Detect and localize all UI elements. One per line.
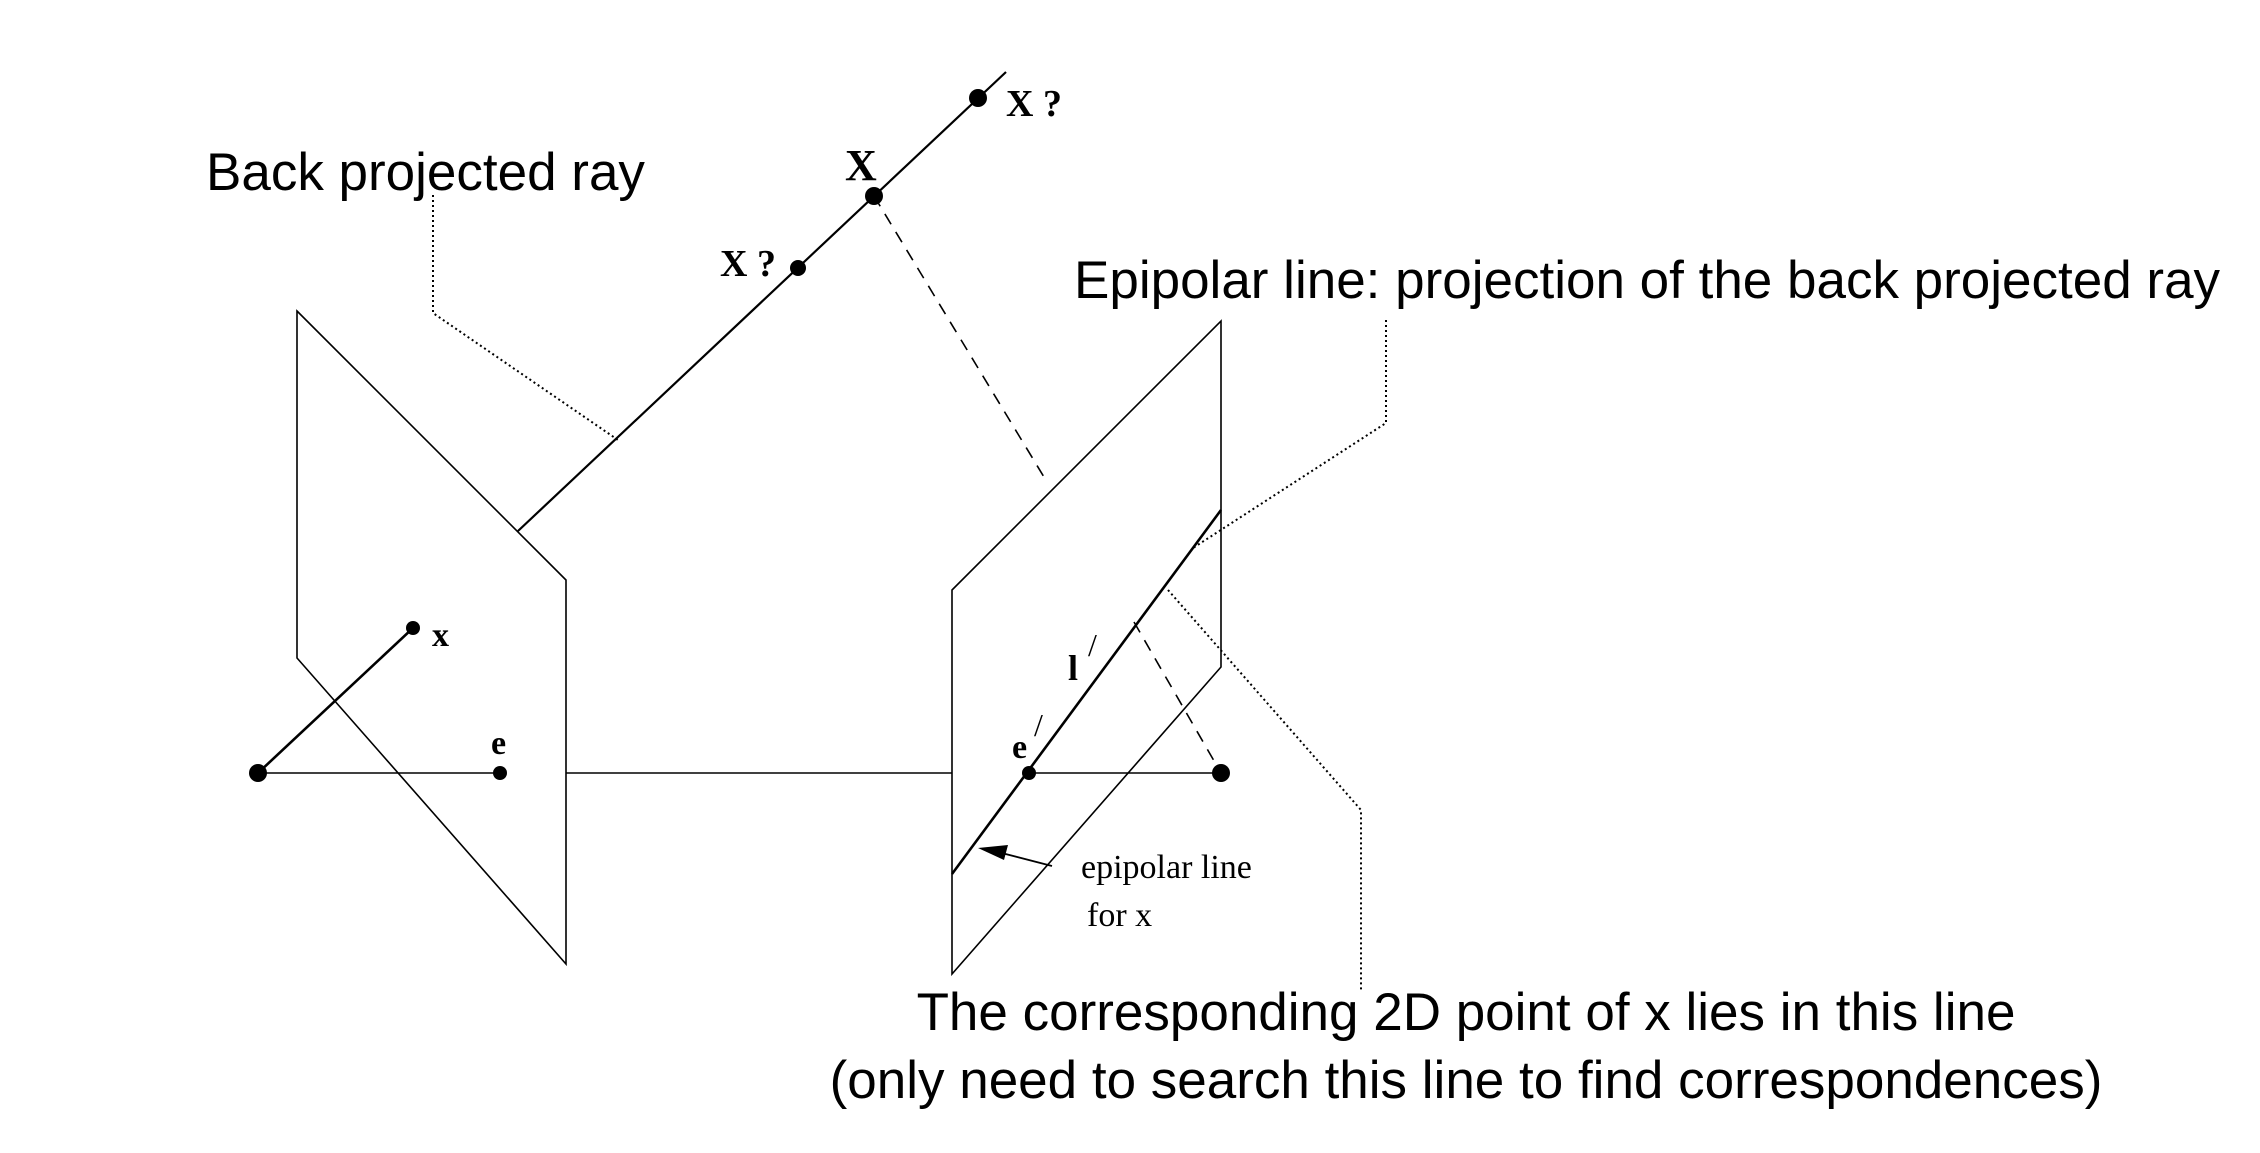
point-x bbox=[406, 621, 420, 635]
leader-corresponding-point bbox=[1167, 589, 1362, 990]
left-camera-ray bbox=[257, 627, 414, 774]
right-image-plane bbox=[951, 319, 1222, 977]
point-X-lower bbox=[790, 260, 806, 276]
label-line-l-prime: l bbox=[1068, 648, 1078, 688]
label-point-x: x bbox=[432, 617, 449, 654]
label-point-X: X bbox=[845, 141, 877, 190]
label-corresponding-line1: The corresponding 2D point of x lies in … bbox=[917, 983, 2016, 1042]
label-e-prime-mark: / bbox=[1034, 707, 1043, 743]
point-e-prime bbox=[1022, 766, 1036, 780]
epipolar-line-l-prime bbox=[950, 509, 1223, 875]
label-back-projected-ray: Back projected ray bbox=[206, 143, 645, 202]
label-corresponding-line2: (only need to search this line to find c… bbox=[830, 1051, 2103, 1110]
left-image-plane bbox=[296, 309, 567, 967]
leader-epipolar-line bbox=[1192, 320, 1387, 549]
leader-back-projected-ray bbox=[432, 195, 619, 441]
point-e bbox=[493, 766, 507, 780]
label-point-e: e bbox=[491, 725, 506, 762]
dashed-right-camera-line bbox=[1133, 621, 1222, 774]
label-point-X-lower: X ? bbox=[720, 243, 776, 285]
label-point-e-prime: e bbox=[1012, 729, 1027, 766]
label-for-x: for x bbox=[1087, 897, 1152, 934]
left-camera-center bbox=[249, 764, 267, 782]
arrow-head bbox=[978, 845, 1008, 860]
label-epipolar-line-description: Epipolar line: projection of the back pr… bbox=[1074, 251, 2221, 310]
back-projected-ray bbox=[517, 71, 1007, 532]
label-point-X-upper: X ? bbox=[1006, 83, 1062, 125]
label-epipolar-line-small: epipolar line bbox=[1081, 849, 1252, 886]
label-l-prime-mark: / bbox=[1088, 627, 1097, 663]
dashed-projection-line bbox=[873, 195, 1048, 483]
point-X-upper bbox=[969, 89, 987, 107]
right-camera-center bbox=[1212, 764, 1230, 782]
point-X bbox=[865, 187, 883, 205]
